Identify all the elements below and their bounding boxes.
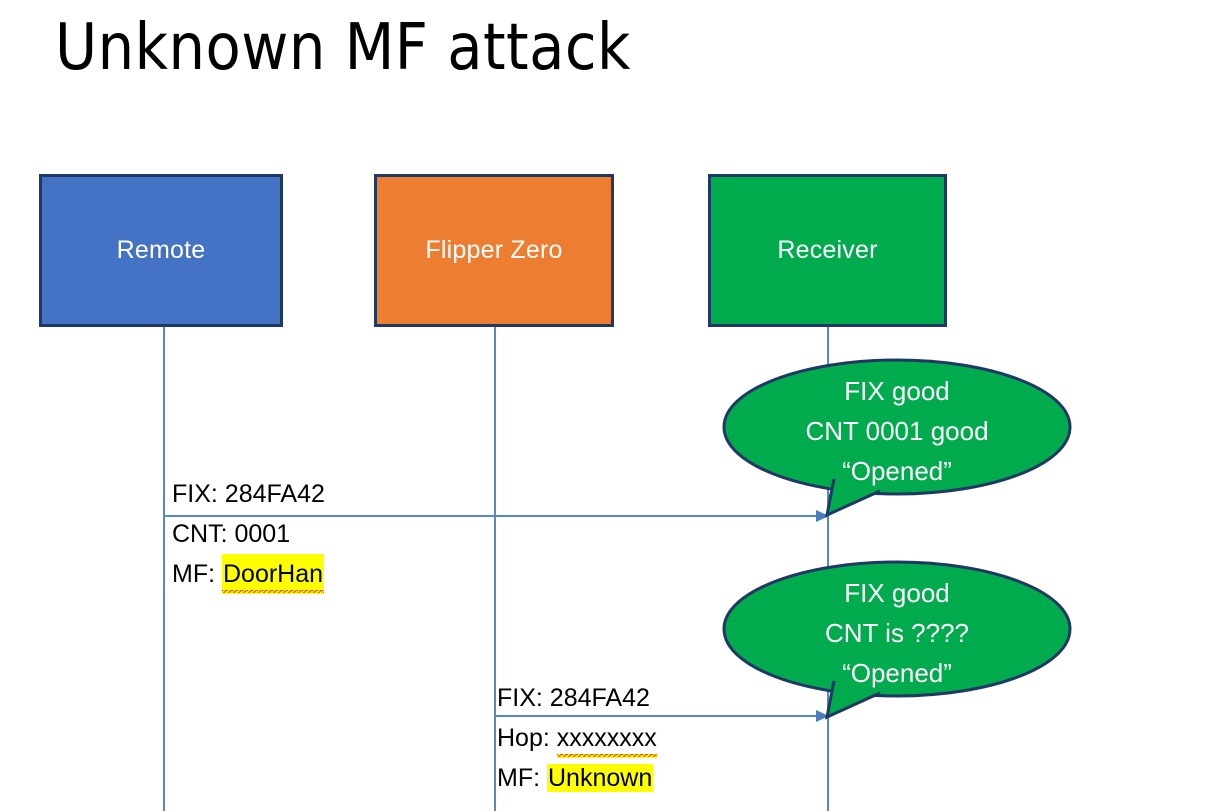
actor-box-remote[interactable]: Remote — [39, 174, 283, 327]
lifeline-flipper — [494, 327, 496, 811]
speech-bubble-1[interactable]: FIX good CNT 0001 good “Opened” — [722, 358, 1072, 523]
message-1-line-1-value: 284FA42 — [224, 480, 325, 508]
speech-bubble-1-shape — [722, 358, 1072, 518]
message-2-line-2-label: Hop: — [497, 724, 557, 752]
message-2-line-1-label: FIX: — [497, 684, 550, 712]
message-1-line-3-value: DoorHan — [222, 554, 325, 594]
actor-label-receiver: Receiver — [777, 236, 878, 264]
message-2-line-3-label: MF: — [497, 764, 547, 792]
actor-box-receiver[interactable]: Receiver — [708, 174, 947, 327]
message-2-line-1-value: 284FA42 — [549, 684, 650, 712]
lifeline-remote — [163, 327, 165, 811]
message-label-2: FIX: 284FA42 Hop: xxxxxxxx MF: Unknown — [497, 678, 657, 798]
message-1-line-3: MF: DoorHan — [172, 554, 325, 594]
message-label-1: FIX: 284FA42 CNT: 0001 MF: DoorHan — [172, 474, 325, 594]
message-1-line-1: FIX: 284FA42 — [172, 474, 325, 514]
actor-label-remote: Remote — [116, 236, 206, 264]
message-1-line-2: CNT: 0001 — [172, 514, 325, 554]
message-2-line-3: MF: Unknown — [497, 758, 657, 798]
message-1-line-1-label: FIX: — [172, 480, 225, 508]
message-2-line-2-value: xxxxxxxx — [556, 718, 657, 758]
speech-bubble-2[interactable]: FIX good CNT is ???? “Opened” — [722, 560, 1072, 725]
message-2-line-2: Hop: xxxxxxxx — [497, 718, 657, 758]
message-1-line-2-label: CNT: — [172, 520, 235, 548]
message-1-line-3-label: MF: — [172, 560, 222, 588]
speech-bubble-2-shape — [722, 560, 1072, 720]
message-2-line-1: FIX: 284FA42 — [497, 678, 657, 718]
page-title: Unknown MF attack — [55, 11, 631, 85]
message-2-line-3-value: Unknown — [547, 764, 654, 792]
actor-box-flipper[interactable]: Flipper Zero — [374, 174, 614, 327]
message-1-line-2-value: 0001 — [234, 520, 291, 548]
actor-label-flipper: Flipper Zero — [425, 236, 563, 264]
message-arrow-1[interactable] — [163, 510, 829, 522]
